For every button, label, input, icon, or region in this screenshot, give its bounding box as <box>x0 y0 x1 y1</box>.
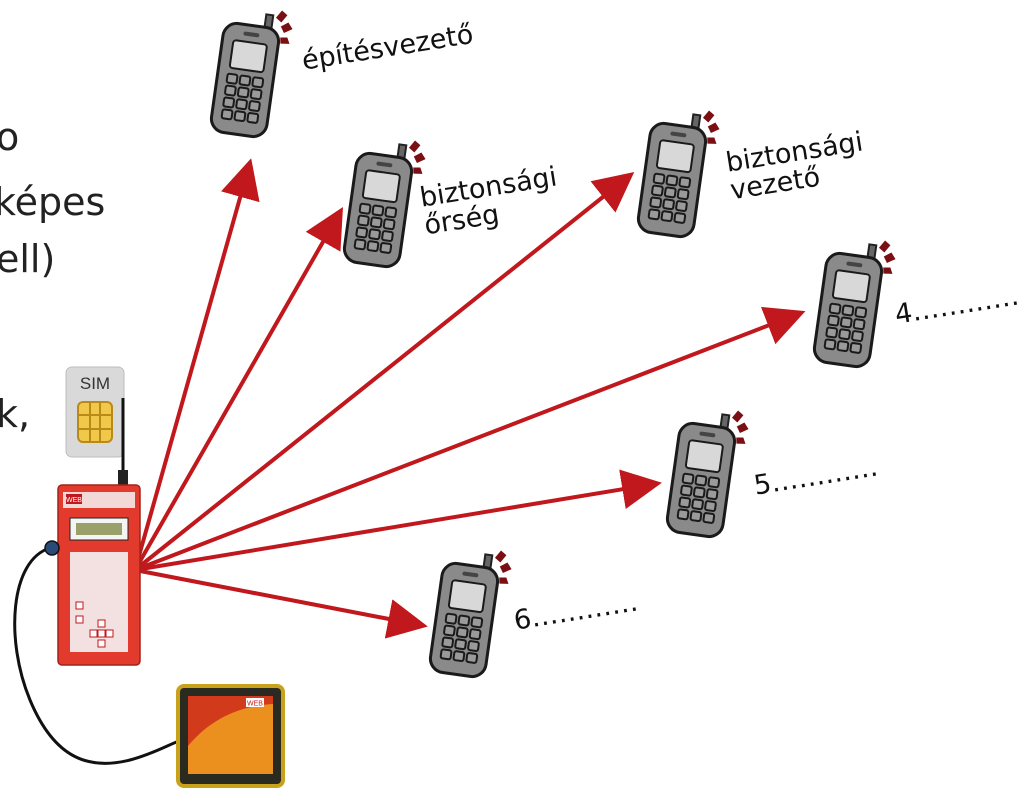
transmitter-device: WEB <box>44 398 141 666</box>
device-logo: WEB <box>66 497 82 504</box>
arrow-to-recipient-6 <box>134 568 428 639</box>
arrow-to-biztonsagi-vezeto <box>133 172 635 572</box>
phone-icon <box>811 231 900 372</box>
tablet-device: WEB <box>176 684 285 788</box>
arrow-to-recipient-4 <box>134 306 806 572</box>
arrows <box>133 158 806 639</box>
tablet-logo: WEB <box>247 701 263 708</box>
arrow-to-biztonsagi-orseg <box>133 207 343 571</box>
slide-text-fragment: k, <box>0 392 31 436</box>
phone-icon <box>635 101 724 242</box>
connection-cable <box>13 546 191 765</box>
phone-icon <box>427 541 516 682</box>
arrow-to-recipient-5 <box>134 469 662 572</box>
phone-icon <box>664 401 753 542</box>
sim-label: SIM <box>80 374 110 393</box>
phone-icon <box>208 1 297 142</box>
slide-text-fragment: o <box>0 115 20 159</box>
slide-text-fragment: ell) <box>0 237 56 281</box>
arrow-to-epitesvezeto <box>133 158 260 571</box>
phone-icon <box>341 131 430 272</box>
slide-text-fragment: képes <box>0 180 106 224</box>
sim-card-icon: SIM <box>65 366 125 458</box>
